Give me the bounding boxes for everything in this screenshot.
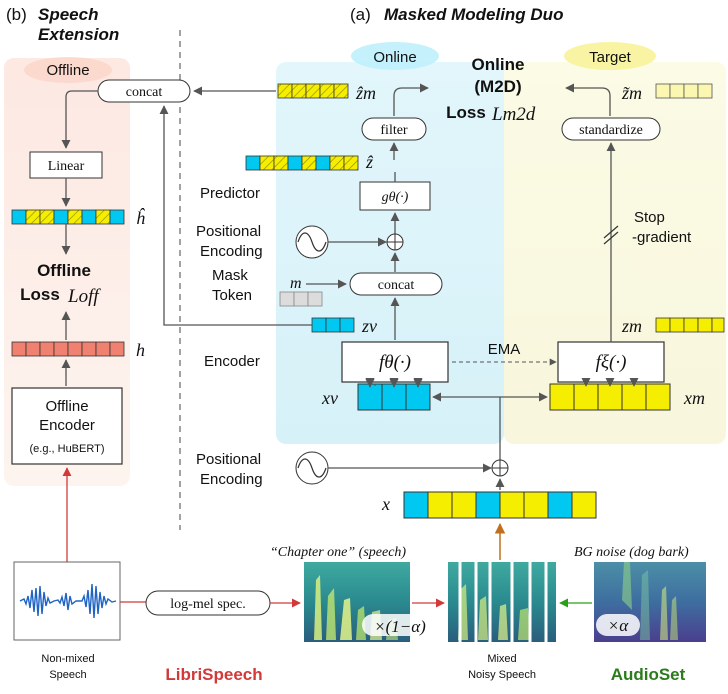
mask-token-line2: Token [212,287,252,304]
f-theta-label: fθ(·) [379,352,411,373]
target-tag: Target [589,49,632,66]
concat-top-label: concat [126,85,163,100]
h-symbol: h [136,340,145,360]
noise-spectrogram [594,562,706,642]
filter-to-loss-arrow [393,83,429,116]
encoder-label: Encoder [204,353,260,370]
concat-to-linear-arrow [61,90,98,149]
filter-label: filter [380,123,408,138]
stop-gradient-line1: Stop [634,209,665,226]
mixed-spectrogram [448,562,556,642]
pos-enc-bottom-line1: Positional [196,451,261,468]
x-m-vector [549,383,671,411]
target-tag-bg [564,42,656,70]
x-symbol: x [381,494,390,514]
z-tilde-m-symbol: z̃m [621,83,642,103]
stop-gradient-mark1 [603,225,619,239]
real-ftheta-arrows [365,378,423,388]
pos-enc-top-line2: Encoding [200,243,263,260]
extension-title-line1: Speech [38,5,98,24]
standardize-to-loss-arrow [565,83,611,116]
f-xi-box [557,341,665,383]
linear-label: Linear [48,159,85,174]
alpha-mix-label: ×(1−α) [374,617,426,636]
offline-loss-line1: Offline [37,261,91,280]
sine-wave-top [297,232,327,252]
offline-encoder-box [11,387,123,465]
online-tag: Online [373,49,416,66]
sine-wave-bottom [297,458,327,478]
nonmixed-line1: Non-mixed [41,653,94,665]
offline-encoder-line1: Offline [45,398,88,415]
z-tilde-m-vector [655,83,713,99]
waveform-icon [19,583,117,619]
fxi-input-arrows [581,377,639,387]
g-theta-label: gθ(·) [382,190,409,205]
alpha-badge [596,614,640,636]
online-loss-line2: (M2D) [474,77,521,96]
stop-gradient-line2: -gradient [632,229,692,246]
h-hat-vector [11,209,125,225]
mask-token-line1: Mask [212,267,248,284]
librispeech-label: LibriSpeech [165,665,262,684]
stop-gradient-mark2 [603,231,619,245]
x-m-symbol: xm [683,388,705,408]
offline-loss-line2: Loss [20,285,60,304]
alpha-mix-badge [362,614,438,636]
log-mel-label: log-mel spec. [170,597,245,612]
f-xi-label: fξ(·) [596,352,627,373]
m-symbol: m [290,275,302,292]
zv-to-concat-top-arrow [159,105,312,326]
z-v-symbol: zv [361,316,377,336]
m2d-prefix: (a) [350,5,371,24]
mask-token-vector [279,291,323,307]
standardize-box [561,117,661,141]
z-m-symbol: zm [621,316,642,336]
online-loss-line1: Online [472,55,525,74]
z-hat-symbol: ẑ [365,152,374,172]
audioset-label: AudioSet [611,665,686,684]
offline-loss-symbol: Loff [67,286,101,307]
x-vector [403,491,597,519]
offline-encoder-line3: (e.g., HuBERT) [30,443,105,455]
h-hat-symbol: ĥ [136,207,146,228]
pos-enc-top-line1: Positional [196,223,261,240]
mixed-line2: Noisy Speech [468,669,536,681]
speech-caption: “Chapter one” (speech) [270,545,406,560]
online-tag-bg [351,42,439,70]
offline-tag-bg [24,57,112,83]
m2d-title: Masked Modeling Duo [384,5,563,24]
alpha-label: ×α [608,616,629,635]
standardize-label: standardize [579,123,643,138]
extension-title-line2: Extension [38,25,119,44]
ema-label: EMA [488,341,521,358]
filter-box [361,117,427,141]
nonmixed-line2: Speech [49,669,86,681]
offline-tag: Offline [46,62,89,79]
online-loss-symbol: Lm2d [491,104,536,125]
mixed-line1: Mixed [487,653,516,665]
offline-encoder-line2: Encoder [39,417,95,434]
h-vector [11,341,125,357]
predictor-label: Predictor [200,185,260,202]
concat-mid-box [349,272,443,296]
z-v-vector [311,317,355,333]
pos-enc-bottom-line2: Encoding [200,471,263,488]
z-hat-vector [245,155,359,171]
z-m-vector [655,317,725,333]
concat-mid-label: concat [378,278,415,293]
z-hat-m-symbol: ẑm [355,83,376,103]
x-v-symbol: xv [321,388,338,408]
noise-caption: BG noise (dog bark) [574,545,689,560]
x-v-vector [357,383,431,411]
online-loss-line3: Loss [446,103,486,122]
z-hat-m-vector [277,83,349,99]
extension-prefix: (b) [6,5,27,24]
